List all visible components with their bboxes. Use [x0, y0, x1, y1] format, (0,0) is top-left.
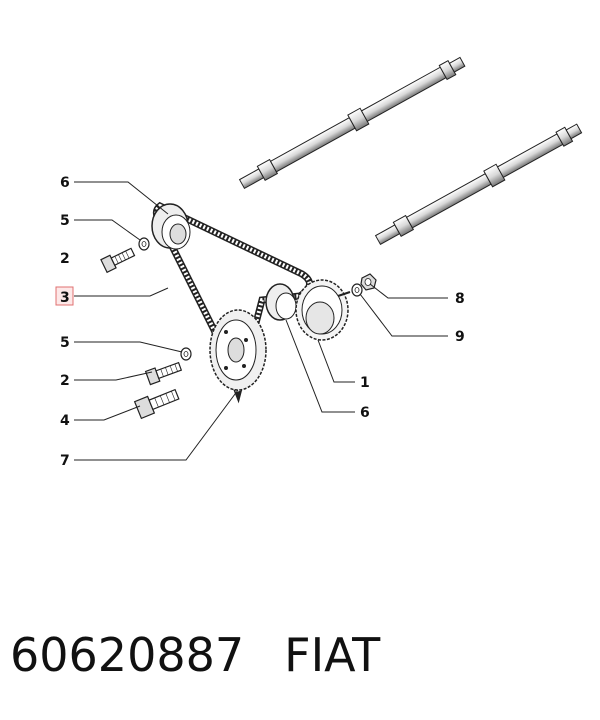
part-number: 60620887: [10, 628, 245, 682]
camshaft-sprocket: [295, 279, 349, 341]
nut-8: [360, 273, 377, 291]
callout-2-upper: 2: [60, 251, 70, 267]
washer-5-upper: [138, 237, 150, 251]
washer-9: [351, 283, 363, 297]
timing-belt-diagram: 6 5 2 3 5 2 4 7 8 9 1 6: [55, 56, 583, 469]
callout-5-upper: 5: [60, 213, 70, 229]
callout-3: 3: [60, 290, 70, 306]
callout-5-lower: 5: [60, 335, 70, 351]
callout-4: 4: [60, 413, 70, 429]
leader-lines: [74, 181, 448, 461]
washer-5-lower: [180, 347, 192, 361]
callout-1: 1: [360, 375, 370, 391]
callout-3-highlight: [55, 286, 74, 306]
camshaft-lower: [374, 123, 583, 246]
part-caption: 60620887 FIAT: [10, 628, 380, 682]
callout-6-lower: 6: [360, 405, 370, 421]
callout-7: 7: [60, 453, 70, 469]
callout-6-upper: 6: [60, 175, 70, 191]
stud: [337, 291, 351, 297]
callout-2-lower: 2: [60, 373, 70, 389]
tensioner-pulley-upper: [151, 203, 191, 250]
callout-9: 9: [455, 329, 465, 345]
bolt-4: [133, 388, 180, 420]
callout-labels: 6 5 2 3 5 2 4 7 8 9 1 6: [60, 175, 465, 469]
crankshaft-sprocket: [209, 309, 267, 391]
camshaft-upper: [238, 56, 466, 190]
brand-name: FIAT: [284, 628, 381, 682]
callout-8: 8: [455, 291, 465, 307]
idler-pulley-right: [265, 283, 297, 321]
bolt-2-upper: [100, 247, 136, 274]
